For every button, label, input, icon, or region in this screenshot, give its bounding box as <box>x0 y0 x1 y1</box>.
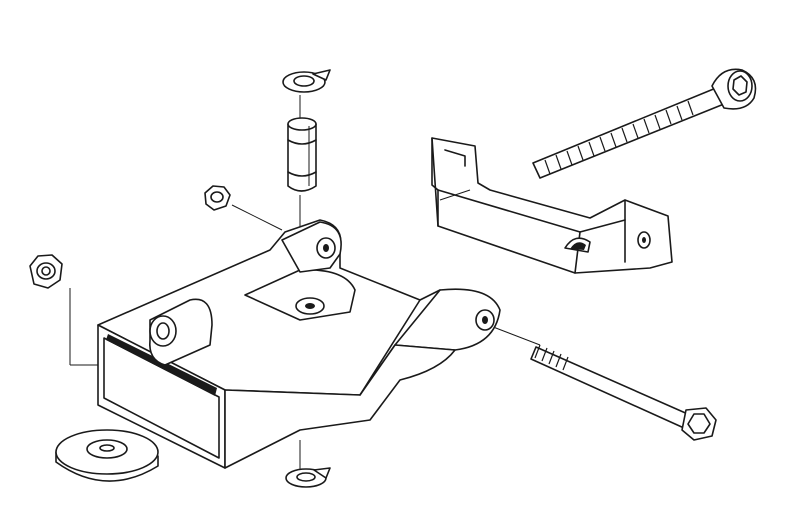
top-circlip <box>282 69 331 93</box>
bolt-thread-lower <box>534 344 569 371</box>
bolt-thread-upper <box>544 100 694 175</box>
hex-nut-middle <box>204 185 231 211</box>
long-bolt-upper <box>532 68 757 179</box>
bottom-circlip <box>285 467 331 488</box>
round-washer-pad <box>55 429 159 482</box>
swing-arm <box>97 219 501 469</box>
long-bolt-lower <box>530 344 717 441</box>
leader-lines <box>69 95 541 470</box>
hex-nut-left <box>29 254 63 289</box>
pin-sleeve <box>287 117 317 192</box>
mounting-bracket <box>431 137 673 274</box>
